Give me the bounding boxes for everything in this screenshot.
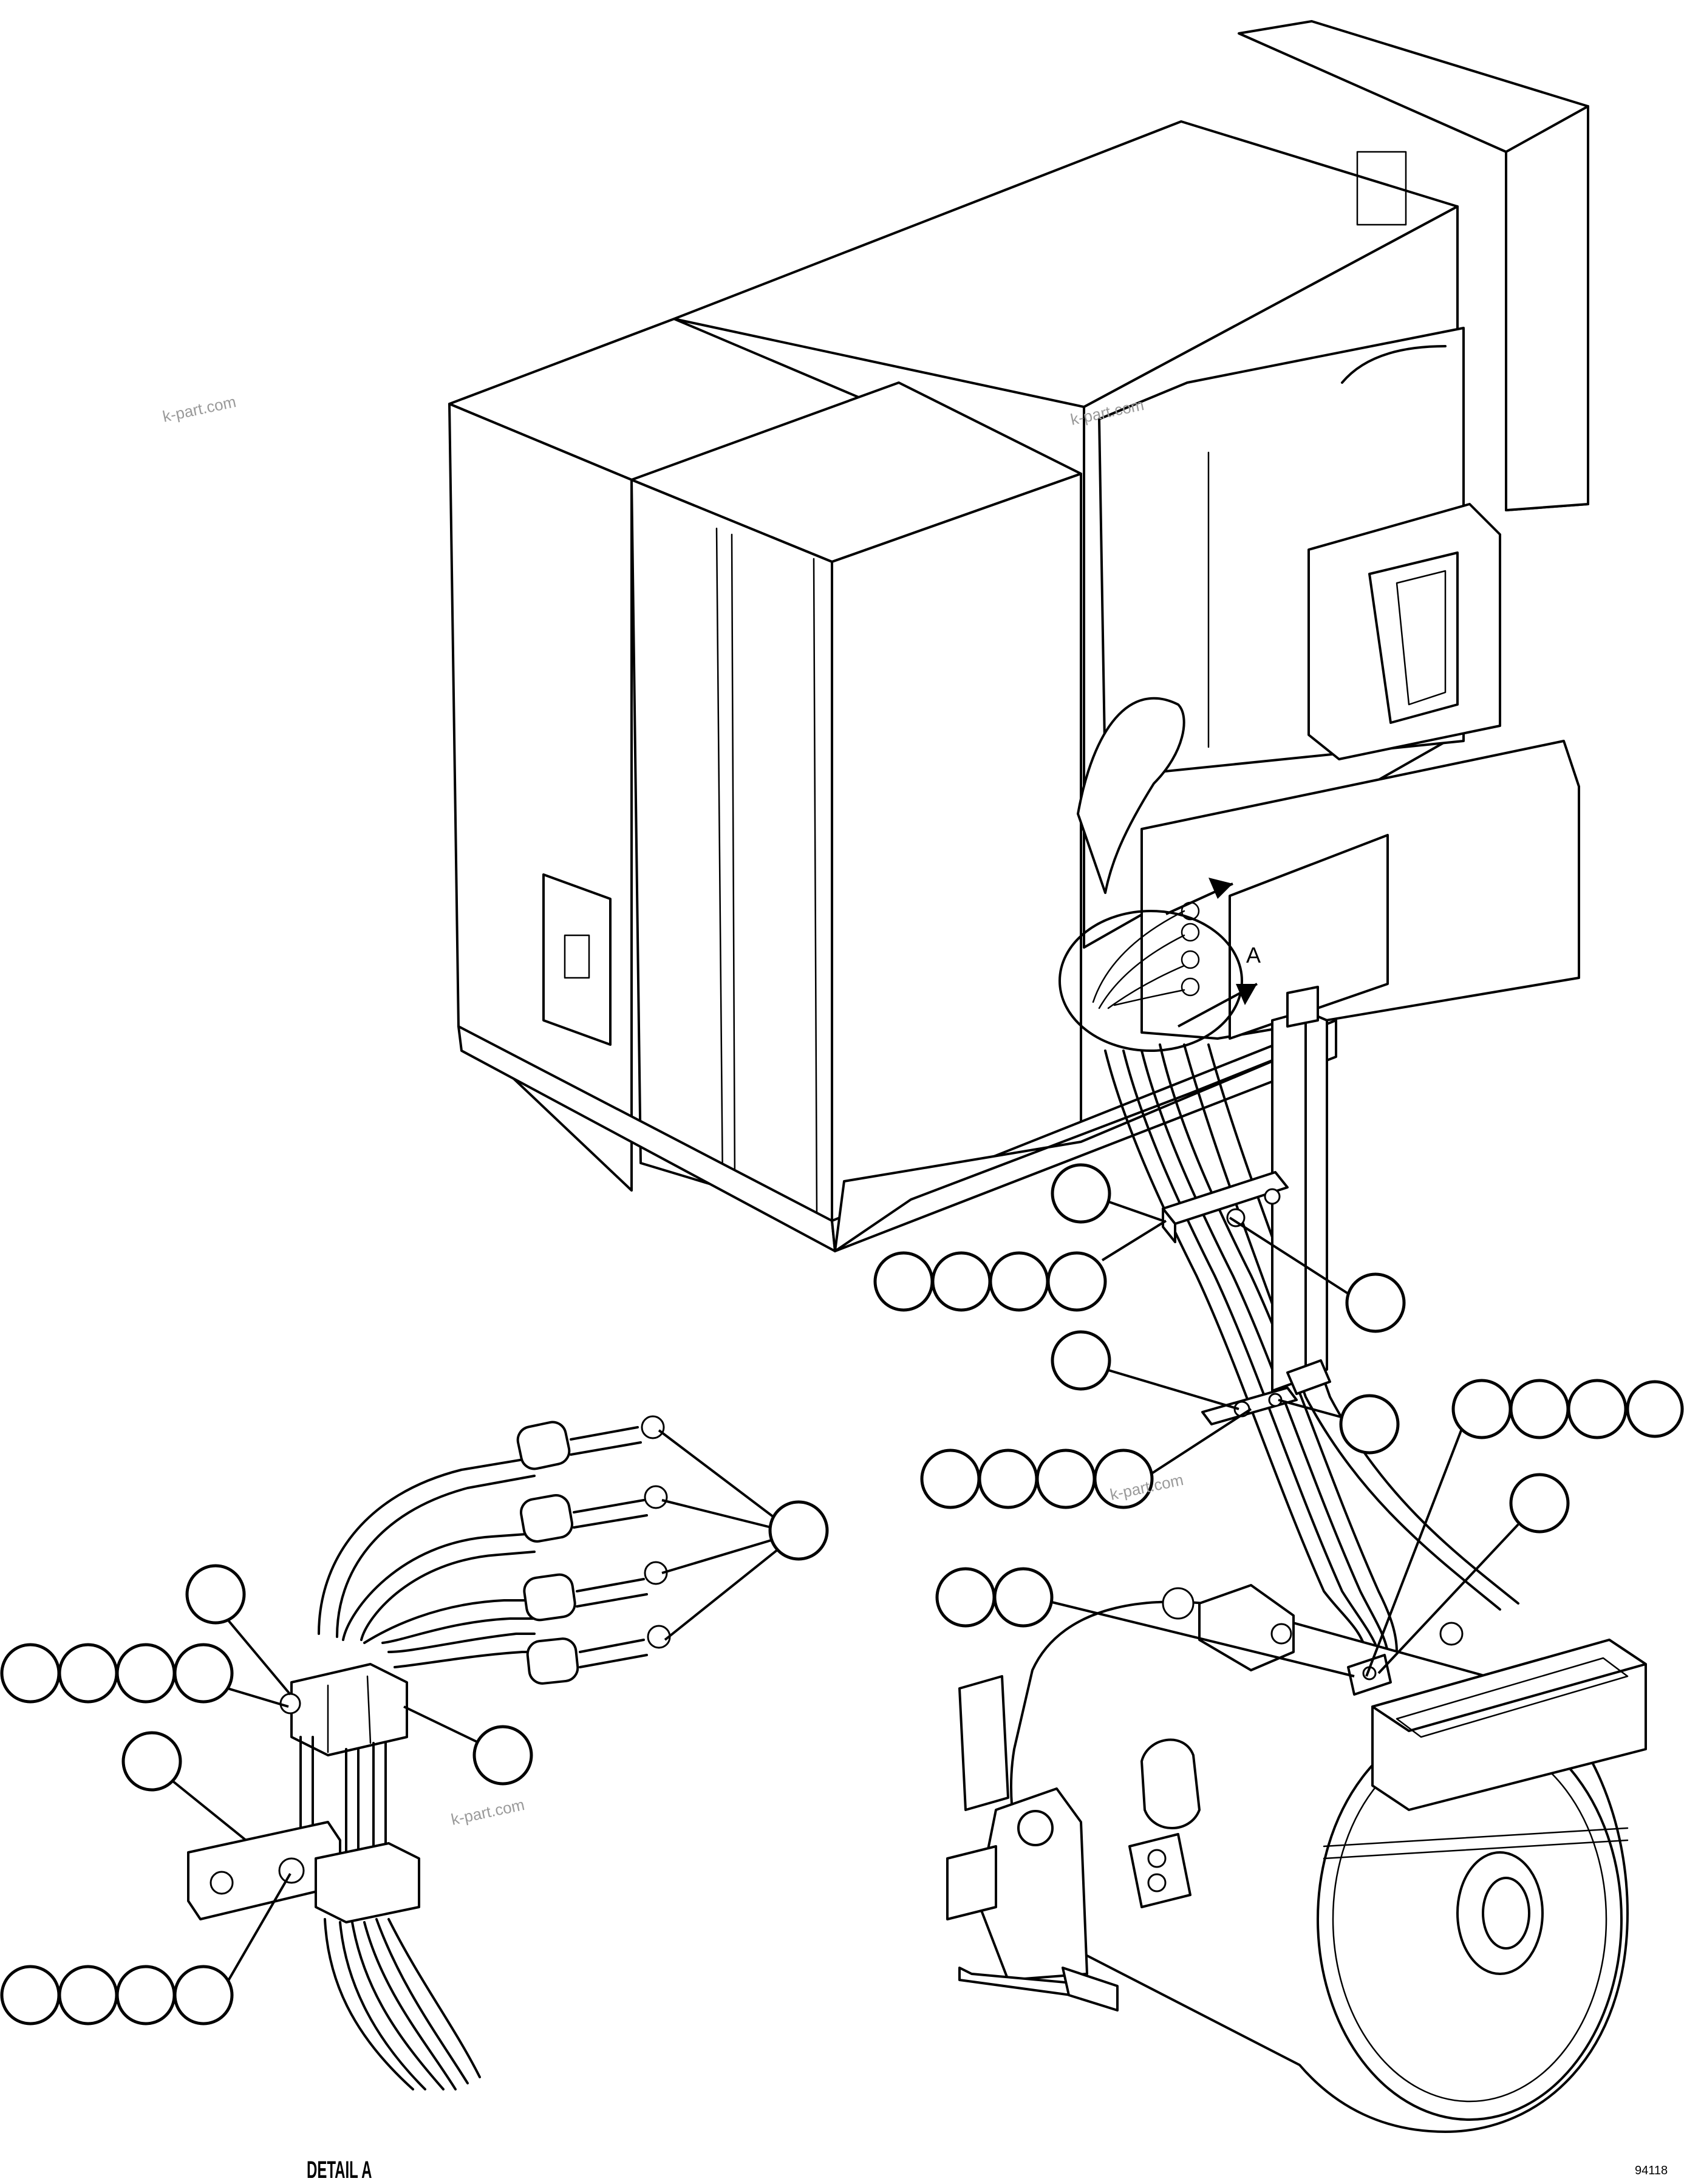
callout-balloon	[1051, 1330, 1111, 1391]
callout-balloon	[931, 1251, 992, 1312]
detail-title: DETAIL A	[307, 2156, 372, 2183]
callout-balloon	[1046, 1251, 1107, 1312]
callout-balloon	[993, 1567, 1054, 1628]
callout-balloon	[1509, 1379, 1570, 1439]
callout-balloon	[978, 1449, 1038, 1509]
callout-balloon	[1509, 1473, 1570, 1534]
callout-balloon	[0, 1965, 61, 2025]
callout-leaders	[166, 1198, 1519, 1993]
callout-balloon	[873, 1251, 934, 1312]
support-bracket	[1162, 986, 1331, 1425]
callout-balloon	[1567, 1379, 1628, 1439]
callout-balloon	[1093, 1449, 1154, 1509]
callout-balloon	[1345, 1272, 1406, 1333]
callout-balloon	[58, 1965, 118, 2025]
callout-balloon	[1051, 1163, 1111, 1224]
callout-balloon	[115, 1965, 176, 2025]
callout-balloon	[173, 1643, 234, 1704]
callout-balloon	[1451, 1379, 1512, 1439]
watermark: k-part.com	[161, 392, 237, 426]
callout-balloon	[472, 1725, 533, 1786]
traction-motor	[946, 1584, 1647, 2133]
callout-balloon	[0, 1643, 61, 1704]
callout-balloon	[121, 1731, 182, 1792]
callout-balloon	[989, 1251, 1049, 1312]
figure-id: 94118	[1635, 2164, 1668, 2177]
callout-balloon	[1626, 1380, 1684, 1438]
cable-glands	[516, 1415, 671, 1685]
callout-balloon	[935, 1567, 996, 1628]
detail-marker-label: A	[1246, 943, 1261, 967]
callout-balloon	[185, 1564, 246, 1625]
callout-balloons	[0, 1163, 1684, 2025]
cable-bundle	[1104, 1043, 1519, 1653]
detail-a-callout: A	[1058, 878, 1261, 1052]
detail-a-view	[187, 1415, 671, 2090]
callout-balloon	[1035, 1449, 1096, 1509]
callout-balloon	[58, 1643, 118, 1704]
callout-balloon	[1339, 1394, 1400, 1455]
callout-balloon	[768, 1500, 829, 1561]
callout-balloon	[173, 1965, 234, 2025]
watermark: k-part.com	[449, 1795, 526, 1829]
callout-balloon	[115, 1643, 176, 1704]
callout-balloon	[920, 1449, 981, 1509]
equipment-enclosure	[448, 20, 1589, 1252]
